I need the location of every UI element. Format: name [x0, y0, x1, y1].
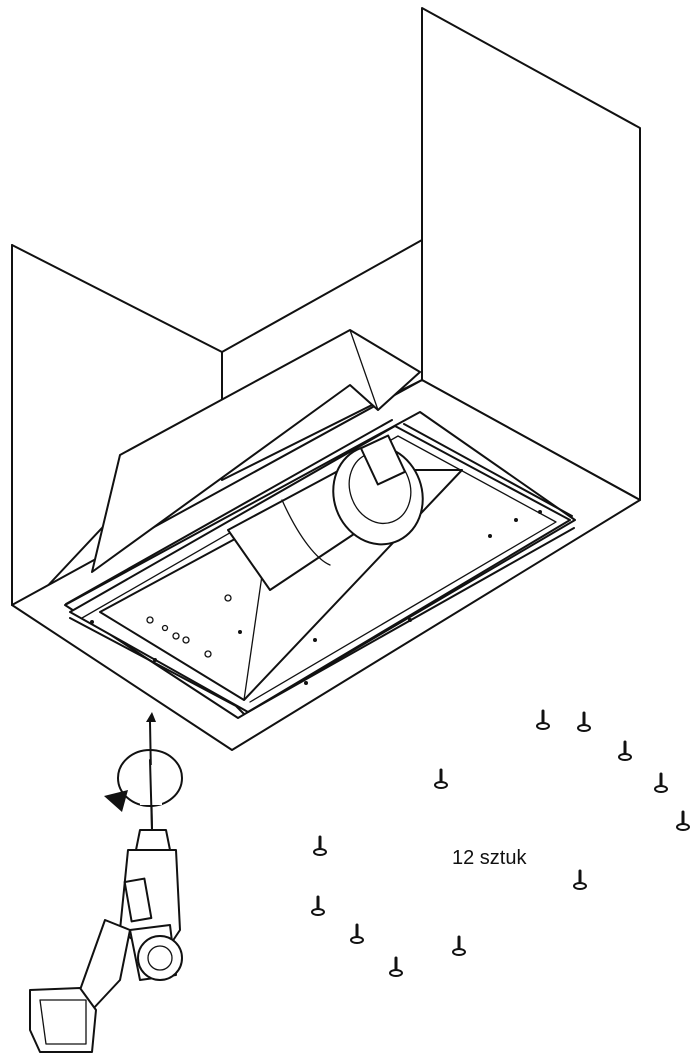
- screw-icon: [676, 810, 690, 831]
- rotation-arrow-icon: [117, 749, 183, 807]
- screw-icon: [618, 740, 632, 761]
- screws-count-label: 12 sztuk: [452, 847, 527, 869]
- screw-icon: [573, 869, 587, 890]
- screw-icon: [434, 768, 448, 789]
- screw-icon: [311, 895, 325, 916]
- screw-icon: [313, 835, 327, 856]
- screw-icon: [536, 709, 550, 730]
- screw-icon: [452, 935, 466, 956]
- screw-icon: [350, 923, 364, 944]
- screw-icon: [389, 956, 403, 977]
- drill: [29, 712, 183, 1053]
- screws-group: [311, 709, 690, 977]
- screw-icon: [577, 711, 591, 732]
- screw-icon: [654, 772, 668, 793]
- cooker-hood: [65, 329, 575, 715]
